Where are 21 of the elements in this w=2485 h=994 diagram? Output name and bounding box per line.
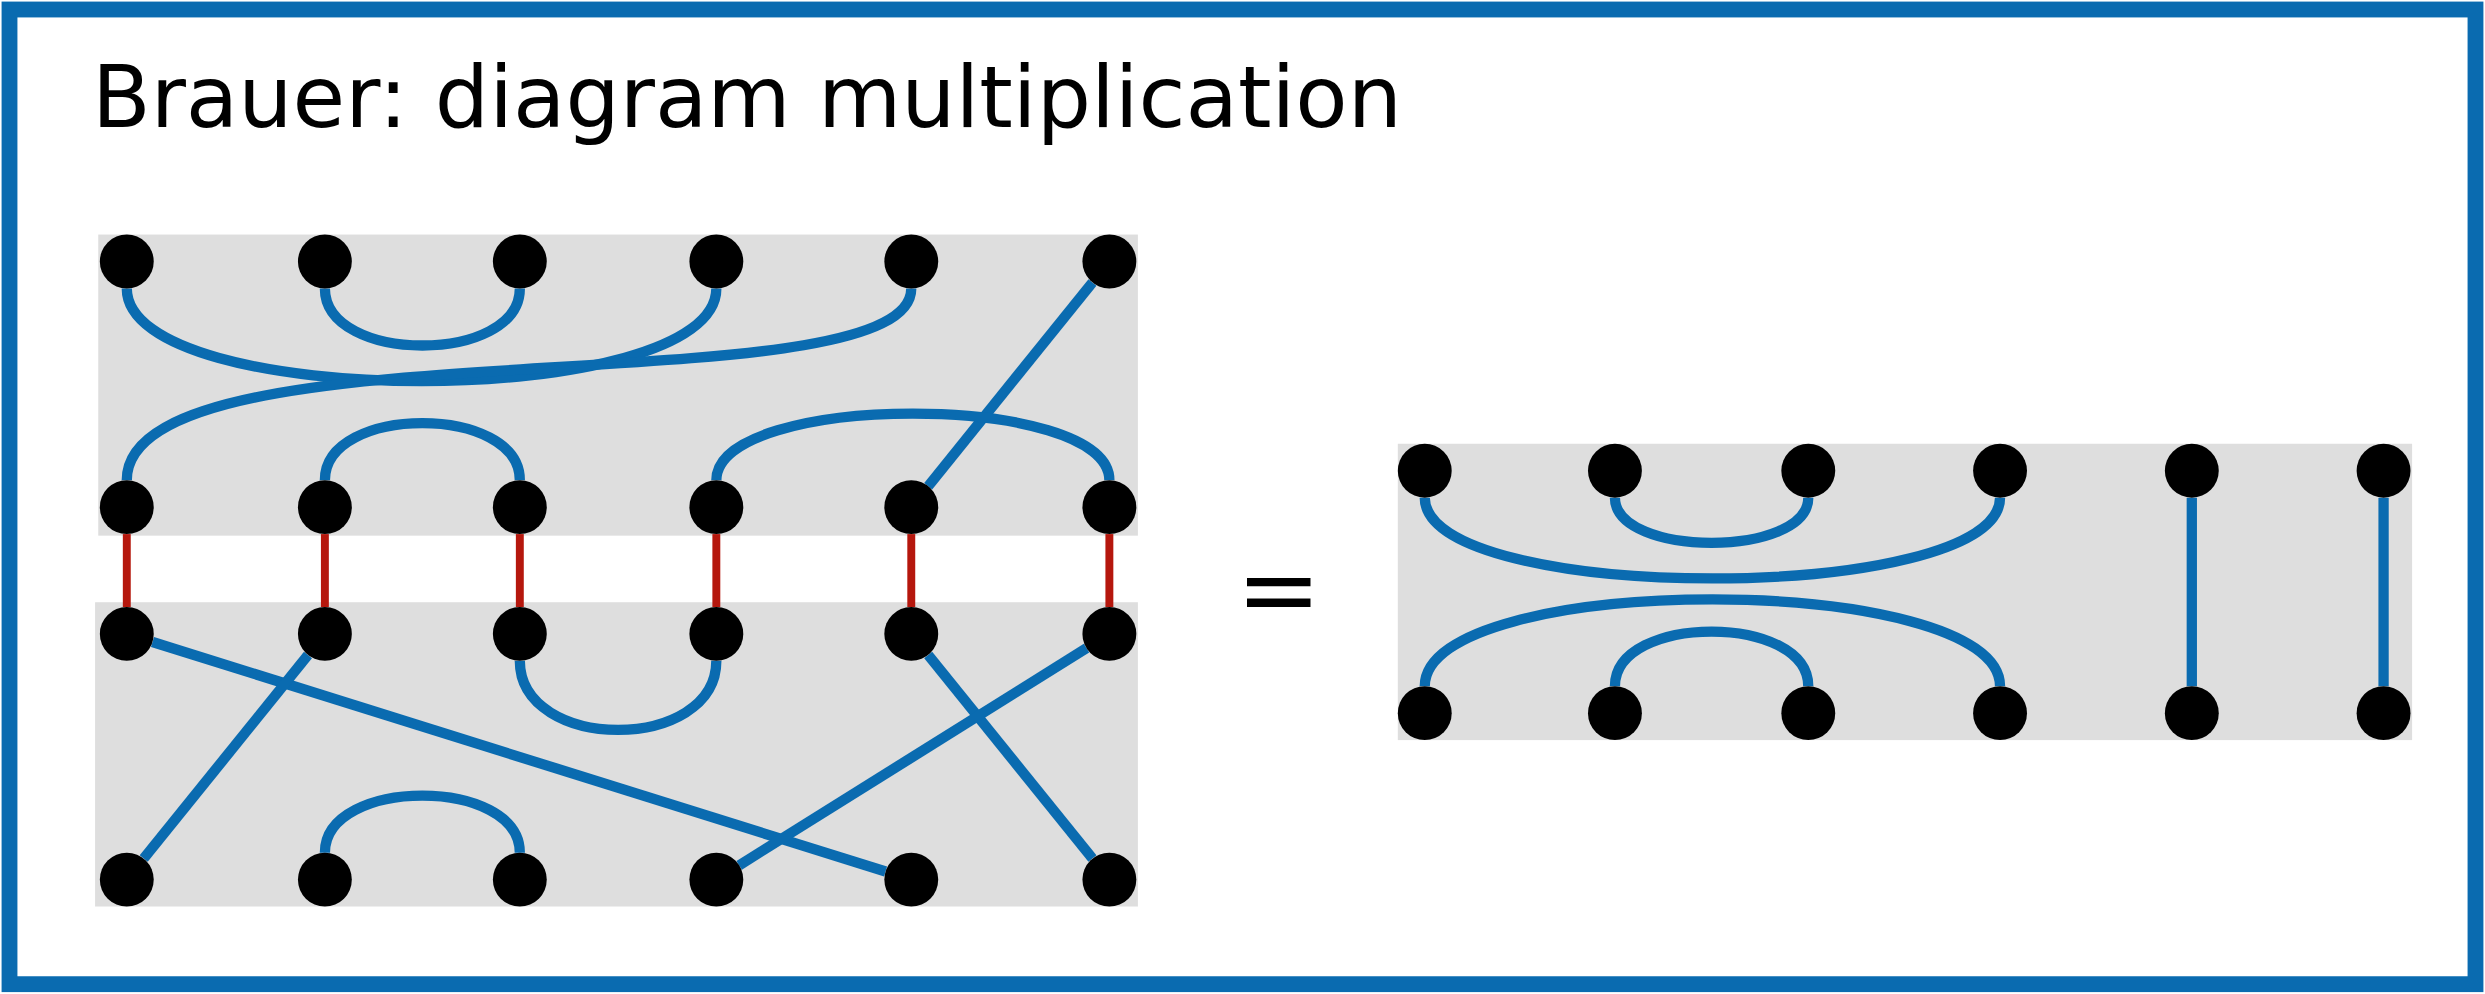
equals-sign: =	[1236, 538, 1322, 641]
connector-line	[320, 534, 329, 607]
connector-line	[515, 534, 524, 607]
connector-line	[736, 643, 1090, 870]
connector-line	[924, 651, 1097, 862]
title: Brauer: diagram multiplication	[91, 47, 1402, 149]
connector-line	[122, 534, 131, 607]
connector-line	[139, 651, 312, 862]
connector-line	[1105, 534, 1114, 607]
connector-line	[712, 534, 721, 607]
connector-line	[150, 637, 888, 877]
connector-line	[924, 279, 1097, 490]
connector-line	[711, 408, 1115, 483]
connector-line	[122, 286, 722, 387]
connector-line	[1420, 495, 2005, 584]
connector-line	[319, 418, 525, 482]
connector-line	[2186, 497, 2197, 687]
connector-line	[1420, 594, 2005, 689]
connector-line	[2378, 497, 2389, 687]
connector-line	[907, 534, 916, 607]
connector-line	[514, 659, 722, 735]
